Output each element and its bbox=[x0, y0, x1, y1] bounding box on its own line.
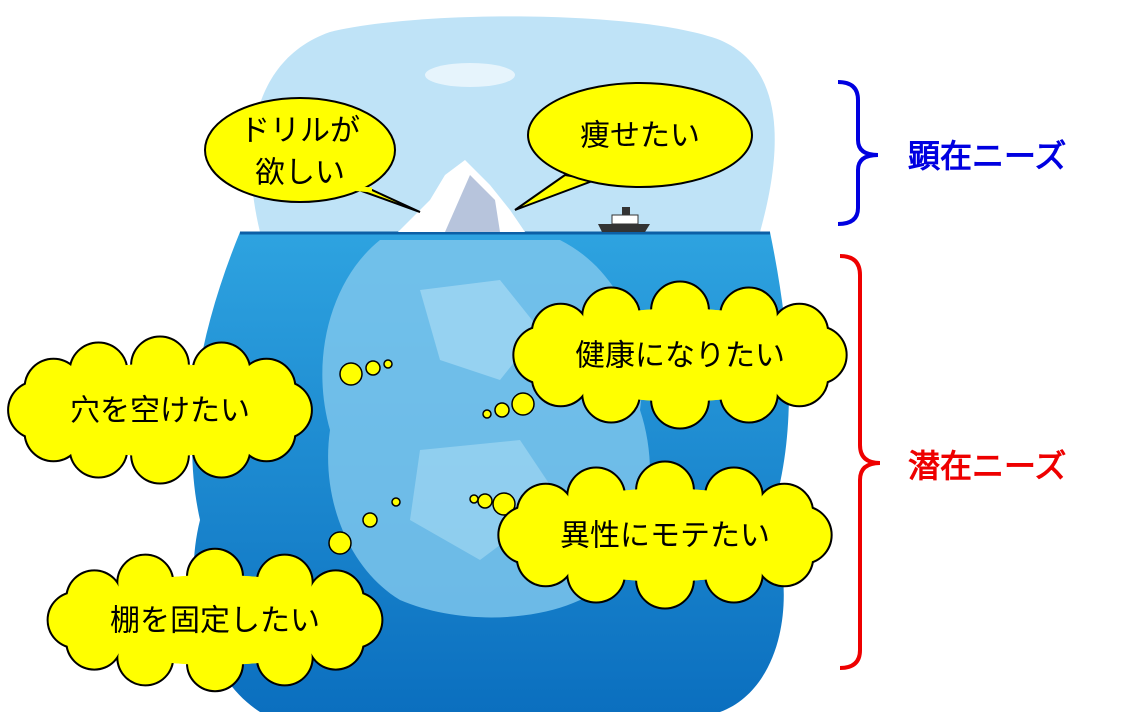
iceberg-highlight bbox=[420, 280, 540, 380]
explicit-needs-label: 顕在ニーズ bbox=[908, 137, 1066, 175]
latent-needs-brace bbox=[839, 254, 881, 670]
cloud-attractive: 異性にモテたい bbox=[497, 460, 833, 610]
bubble-text-line1: ドリルが bbox=[240, 114, 360, 149]
cloud-fix-shelf: 棚を固定したい bbox=[46, 547, 384, 693]
bubble-text-line2: 欲しい bbox=[255, 156, 345, 191]
cloud-get-healthy: 健康になりたい bbox=[512, 280, 848, 430]
cloud-text: 棚を固定したい bbox=[110, 604, 320, 639]
latent-needs-label: 潜在ニーズ bbox=[908, 447, 1066, 485]
speech-bubble-lose-weight: 痩せたい bbox=[514, 82, 753, 211]
speech-bubble-drill: ドリルが 欲しい bbox=[204, 97, 421, 213]
cloud-text: 異性にモテたい bbox=[560, 519, 770, 554]
iceberg-tip-shadow bbox=[445, 175, 500, 232]
thought-dots bbox=[328, 359, 535, 555]
cloud-make-hole: 穴を空けたい bbox=[7, 335, 313, 485]
explicit-needs-brace bbox=[837, 80, 879, 226]
cloud-text: 穴を空けたい bbox=[70, 394, 250, 429]
cloud-text: 健康になりたい bbox=[575, 339, 785, 374]
bubble-text: 痩せたい bbox=[580, 119, 700, 154]
cloud-decoration bbox=[425, 63, 515, 87]
ship-icon bbox=[598, 207, 650, 232]
